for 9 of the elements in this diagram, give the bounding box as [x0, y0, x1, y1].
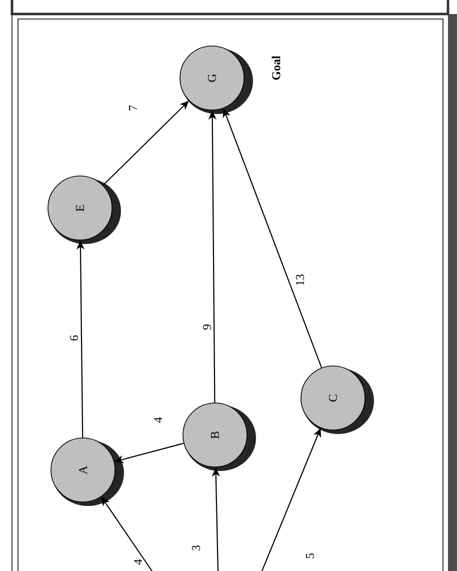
edge-label: 9	[202, 323, 212, 331]
edge-label: 7	[128, 104, 138, 112]
edge-label: 13	[294, 273, 306, 287]
edge-label: 4	[133, 558, 143, 566]
edge-label: 6	[68, 334, 80, 342]
edge-label: 3	[190, 544, 202, 552]
goal-label: Goal	[272, 56, 280, 80]
edge-label: 5	[305, 552, 315, 560]
edge-label: 4	[153, 416, 163, 424]
